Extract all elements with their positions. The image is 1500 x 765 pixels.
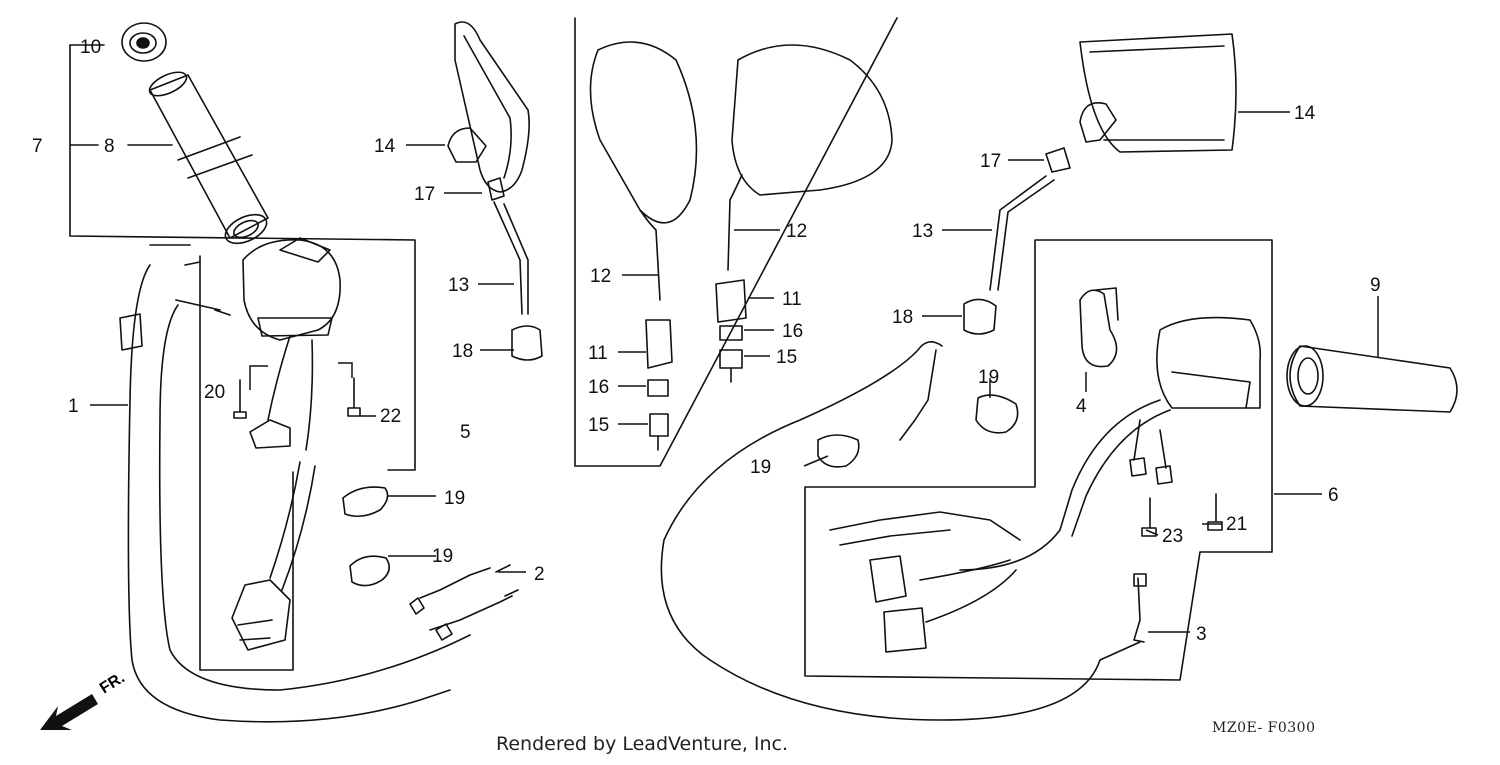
grip-assembly-left	[121, 22, 269, 245]
callout-19: 19	[444, 488, 465, 509]
callout-labels: 10 7 8 1 20 22 5 19 19 2 14 17 13 18 12 …	[32, 37, 1381, 645]
callout-23: 23	[1162, 526, 1183, 547]
callout-14: 14	[1294, 103, 1316, 124]
callout-9: 9	[1370, 275, 1381, 296]
callout-11: 11	[588, 343, 608, 364]
callout-20: 20	[204, 382, 225, 403]
leader-lines	[90, 111, 1379, 633]
callout-12: 12	[786, 221, 807, 242]
diagram-code: MZ0E- F0300	[1212, 720, 1316, 736]
callout-10: 10	[80, 37, 101, 58]
mirror-round-left	[589, 41, 698, 451]
switch-housing-left	[242, 237, 341, 451]
callout-13: 13	[912, 221, 933, 242]
callout-12: 12	[590, 266, 611, 287]
mirror-round-right	[715, 44, 893, 383]
callout-13: 13	[448, 275, 469, 296]
callout-16: 16	[782, 321, 803, 342]
grip-right	[1286, 345, 1458, 413]
callout-19: 19	[750, 457, 771, 478]
callout-15: 15	[776, 347, 797, 368]
callout-5: 5	[460, 422, 471, 443]
callout-18: 18	[892, 307, 913, 328]
callout-14: 14	[374, 136, 396, 157]
callout-19: 19	[432, 546, 453, 567]
callout-15: 15	[588, 415, 609, 436]
callout-7: 7	[32, 136, 43, 157]
front-direction-arrow	[40, 694, 98, 730]
callout-3: 3	[1196, 624, 1207, 645]
callout-1: 1	[68, 396, 79, 417]
callout-22: 22	[380, 406, 401, 427]
callout-17: 17	[414, 184, 435, 205]
callout-11: 11	[782, 289, 802, 310]
callout-16: 16	[588, 377, 609, 398]
callout-4: 4	[1076, 396, 1087, 417]
mirror-left	[447, 21, 543, 361]
rendered-by-credit: Rendered by LeadVenture, Inc.	[496, 733, 789, 755]
callout-19: 19	[978, 367, 999, 388]
callout-8: 8	[104, 136, 115, 157]
switch-housing-right	[1079, 287, 1262, 409]
callout-17: 17	[980, 151, 1001, 172]
callout-21: 21	[1226, 514, 1247, 535]
callout-18: 18	[452, 341, 473, 362]
callout-6: 6	[1328, 485, 1339, 506]
mirror-right	[963, 33, 1237, 335]
callout-2: 2	[534, 564, 545, 585]
